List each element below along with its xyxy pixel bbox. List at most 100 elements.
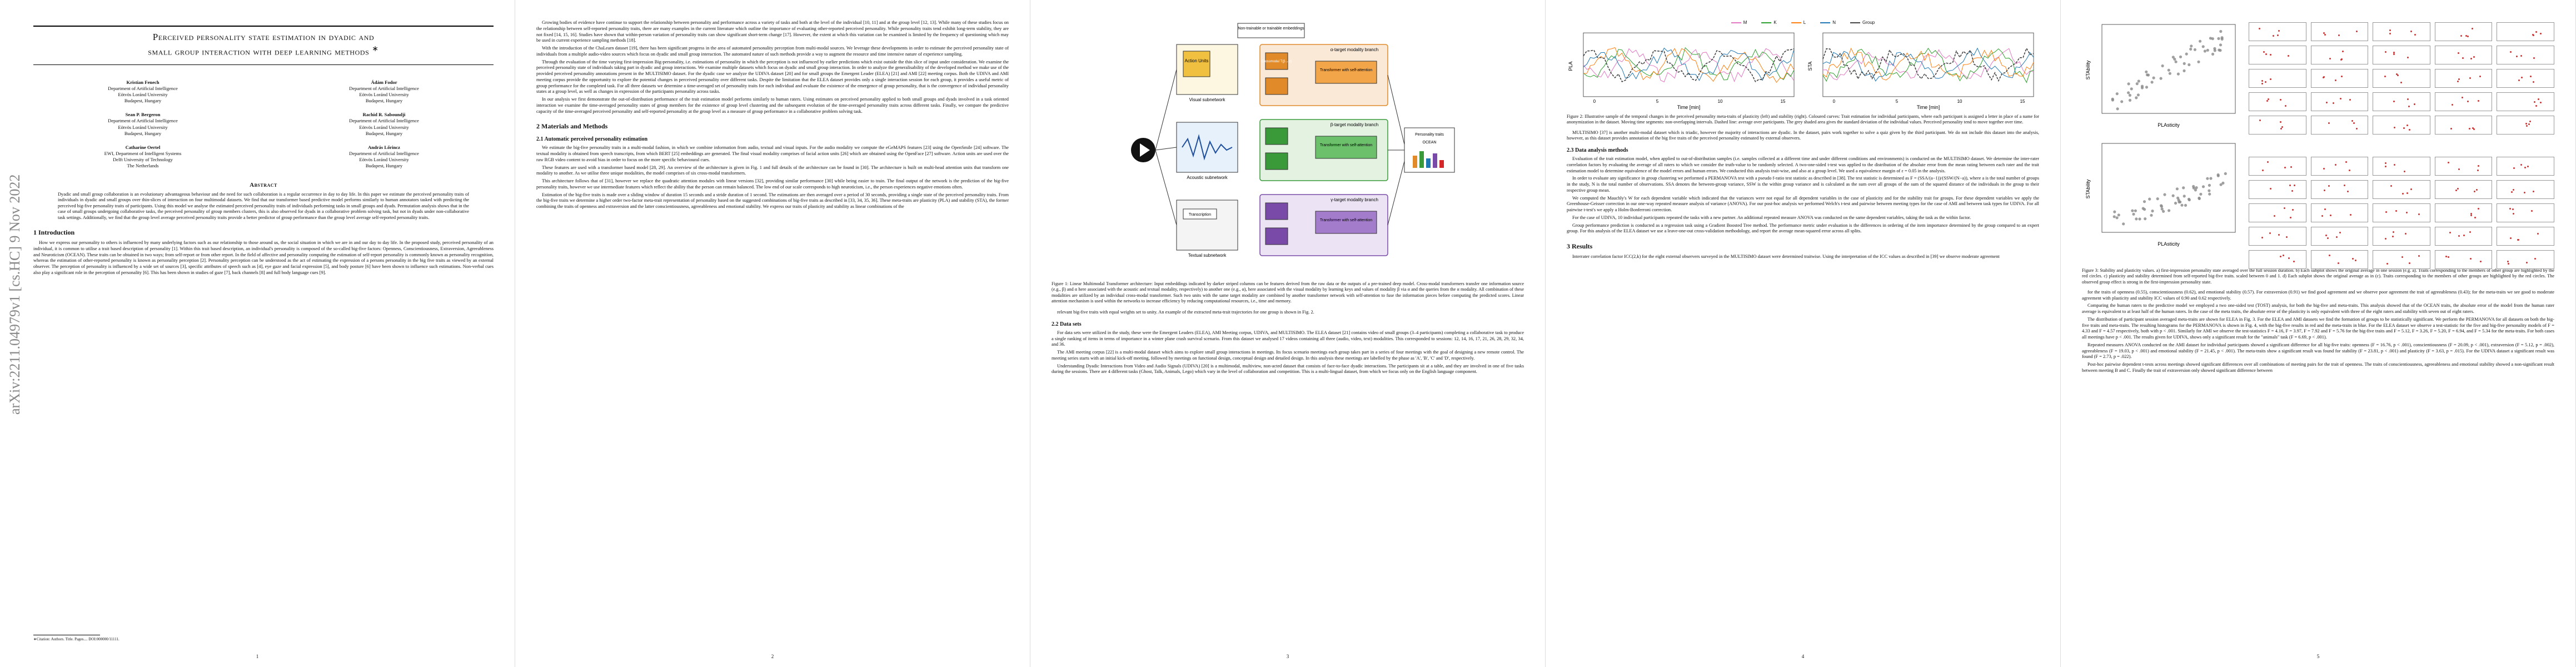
- mini-point: [2478, 100, 2480, 102]
- mini-point: [2518, 238, 2520, 241]
- mini-subplot: [2373, 203, 2430, 222]
- mini-point: [2269, 54, 2271, 56]
- scatter-point: [2160, 207, 2164, 211]
- legend-entry: M: [1731, 20, 1747, 25]
- author-affiliation: Eötvös Loránd University: [359, 91, 409, 97]
- mini-point: [2449, 232, 2452, 234]
- figure-1-caption: Figure 1: Linear Multimodal Transformer …: [1052, 281, 1524, 303]
- scatter-point: [2142, 200, 2146, 203]
- body-paragraph: With the introduction of the ChaLearn da…: [536, 46, 1009, 57]
- arrow-to-visual: [1155, 69, 1177, 151]
- scatter-point: [2190, 44, 2193, 48]
- beta-branch-label: β-target modality branch: [1331, 122, 1378, 127]
- mini-point: [2290, 166, 2292, 168]
- embedding-note-box: [1237, 23, 1305, 38]
- mini-subplot: [2310, 46, 2369, 64]
- author-affiliation: Eötvös Loránd University: [118, 91, 168, 97]
- x-tick-label: 15: [2020, 99, 2025, 104]
- intro-paragraph: How we express our personality to others…: [33, 240, 494, 275]
- mini-point: [2259, 120, 2261, 122]
- mini-point: [2462, 97, 2464, 99]
- mini-point: [2460, 35, 2463, 37]
- mini-point: [2510, 237, 2512, 239]
- scatter-point: [2135, 96, 2138, 99]
- scatter-point: [2122, 222, 2125, 226]
- scatter-point: [2183, 195, 2186, 198]
- personality-output-label: Personality traits: [1415, 133, 1444, 137]
- mini-point: [2265, 53, 2267, 56]
- gamma-branch-label: γ-target modality branch: [1331, 197, 1378, 202]
- mini-point: [2279, 99, 2281, 101]
- mini-point: [2534, 101, 2536, 103]
- scatter-point: [2113, 210, 2116, 213]
- author-affiliation: EWI, Department of Intelligent Systems: [104, 151, 182, 157]
- scatter-point: [2117, 213, 2120, 217]
- subsection-heading: 2.2 Data sets: [1052, 321, 1082, 327]
- mini-point: [2392, 235, 2394, 237]
- mini-subplot: [2497, 22, 2554, 41]
- mini-point: [2338, 34, 2340, 37]
- gamma-transformer-label: Transformer with self-attention: [1320, 218, 1372, 222]
- scatter-point: [2219, 29, 2223, 33]
- ocean-bar-e: [1426, 158, 1431, 168]
- mini-point: [2530, 210, 2533, 212]
- mini-point: [2328, 122, 2330, 125]
- page-number: 3: [1286, 654, 1289, 659]
- mini-point: [2458, 235, 2460, 237]
- scatter-point: [2217, 37, 2220, 40]
- mini-subplot: [2249, 180, 2306, 199]
- scatter-point: [2137, 79, 2140, 83]
- mini-subplot: [2497, 180, 2554, 199]
- scatter-point: [2216, 174, 2220, 177]
- x-tick-label: 0: [1833, 99, 1836, 104]
- scatter-point: [2145, 70, 2148, 73]
- mini-point: [2455, 189, 2457, 191]
- mini-point: [2349, 99, 2351, 101]
- mini-point: [2261, 237, 2264, 239]
- series-line: [1822, 47, 2034, 82]
- mini-point: [2474, 191, 2476, 193]
- x-tick-label: 15: [1781, 99, 1786, 104]
- mini-point: [2476, 188, 2478, 191]
- mini-subplot: [2373, 116, 2430, 135]
- body-paragraph: In our analysis we first demonstrate the…: [536, 97, 1009, 114]
- mini-subplot: [2310, 92, 2369, 111]
- scatter-point: [2187, 197, 2191, 201]
- ocean-bar-c: [1419, 151, 1424, 168]
- mini-point: [2525, 122, 2527, 125]
- body-paragraph: relevant big-five traits with equal weig…: [1057, 310, 1314, 315]
- scatter-point: [2192, 186, 2195, 190]
- y-axis-label: STA: [1807, 62, 1813, 71]
- mini-point: [2385, 165, 2387, 167]
- textual-subnetwork-box: [1176, 200, 1238, 251]
- mini-subplot: [2310, 180, 2369, 199]
- mini-point: [2479, 261, 2482, 263]
- scatter-point: [2150, 81, 2154, 84]
- mini-point: [2477, 165, 2479, 167]
- mini-point: [2526, 125, 2528, 127]
- arrow-to-textual: [1155, 150, 1177, 226]
- body-paragraph: MULTISIMO [37] is another multi-modal da…: [1567, 130, 2039, 141]
- mini-point: [2528, 123, 2530, 125]
- mini-subplot: [2373, 92, 2430, 111]
- scatter-point: [2182, 186, 2185, 190]
- scatter-point: [2171, 56, 2175, 59]
- mini-subplot: [2249, 46, 2306, 64]
- scatter-point: [2131, 209, 2134, 212]
- mini-point: [2323, 189, 2325, 191]
- mini-subplot: [2249, 92, 2306, 111]
- mini-point: [2520, 163, 2522, 166]
- author-affiliation: Eötvös Loránd University: [359, 157, 409, 163]
- mini-point: [2408, 129, 2410, 131]
- mini-point: [2393, 51, 2395, 53]
- embedding-note-label: Non-trainable or trainable embeddings: [1238, 27, 1304, 31]
- mini-point: [2354, 260, 2356, 262]
- mini-subplot: [2249, 250, 2306, 269]
- mini-point: [2538, 98, 2540, 100]
- mini-point: [2518, 79, 2520, 81]
- mini-point: [2266, 161, 2269, 163]
- scatter-point: [2171, 194, 2175, 197]
- acoustic-subnetwork-label: Acoustic subnetwork: [1187, 175, 1228, 180]
- mini-point: [2513, 167, 2515, 170]
- scatter-point: [2159, 77, 2163, 80]
